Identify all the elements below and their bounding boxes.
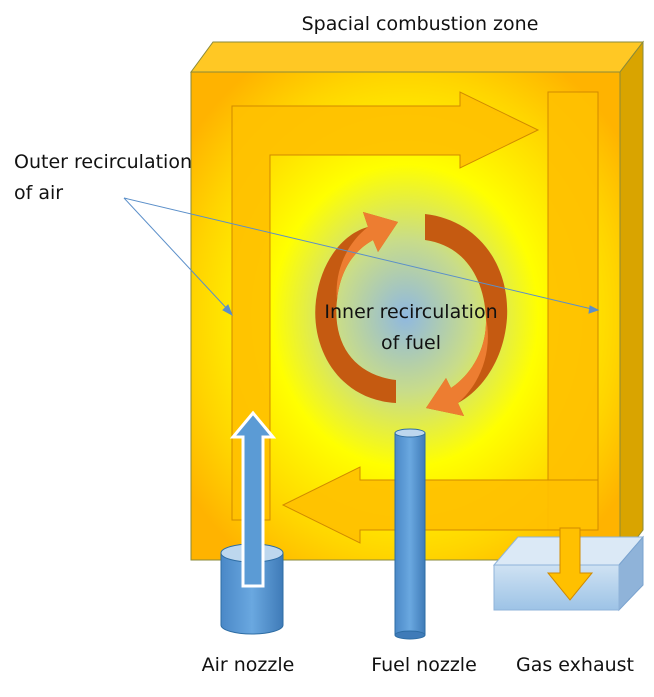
combustion-zone-title: Spacial combustion zone	[301, 13, 539, 35]
zone-top-face	[190, 41, 645, 73]
gas-exhaust-label: Gas exhaust	[516, 654, 634, 676]
air-flow-bottom-band	[281, 466, 599, 544]
inner-recirculation-label-line2: of fuel	[380, 332, 442, 354]
inner-fuel-recirculation-flow	[315, 212, 508, 416]
fuel-flow-left-arrow	[315, 212, 398, 403]
outer-recirculation-label-line2: of air	[14, 182, 64, 204]
outer-air-recirculation-flow	[231, 91, 599, 544]
inner-recirculation-label-line1: Inner recirculation	[324, 301, 498, 323]
exhaust-front-face	[493, 564, 620, 611]
fuel-nozzle-pipe-bottom	[394, 630, 426, 640]
fuel-nozzle	[394, 428, 426, 640]
exhaust-outlet-arrow	[546, 527, 594, 601]
outer-recirculation-pointers	[123, 197, 600, 317]
outer-recirculation-label-line1: Outer recirculation	[14, 151, 192, 173]
pointer-line-right	[123, 197, 597, 311]
air-inlet-arrow	[229, 410, 277, 588]
air-nozzle-cylinder-body	[220, 552, 284, 635]
pointer-head-right	[588, 305, 600, 314]
fuel-flow-right-arrow	[425, 214, 508, 416]
pointer-line-left	[123, 197, 231, 313]
fuel-nozzle-pipe-body	[394, 432, 426, 636]
pointer-head-left	[222, 304, 233, 317]
fuel-flow-right-arrow-shade	[426, 318, 488, 416]
fuel-flow-left-arrow-shade	[336, 212, 398, 300]
fuel-nozzle-pipe-top	[394, 428, 426, 438]
air-nozzle-label: Air nozzle	[201, 654, 295, 676]
zone-side-face	[619, 40, 644, 562]
fuel-nozzle-label: Fuel nozzle	[371, 654, 477, 676]
